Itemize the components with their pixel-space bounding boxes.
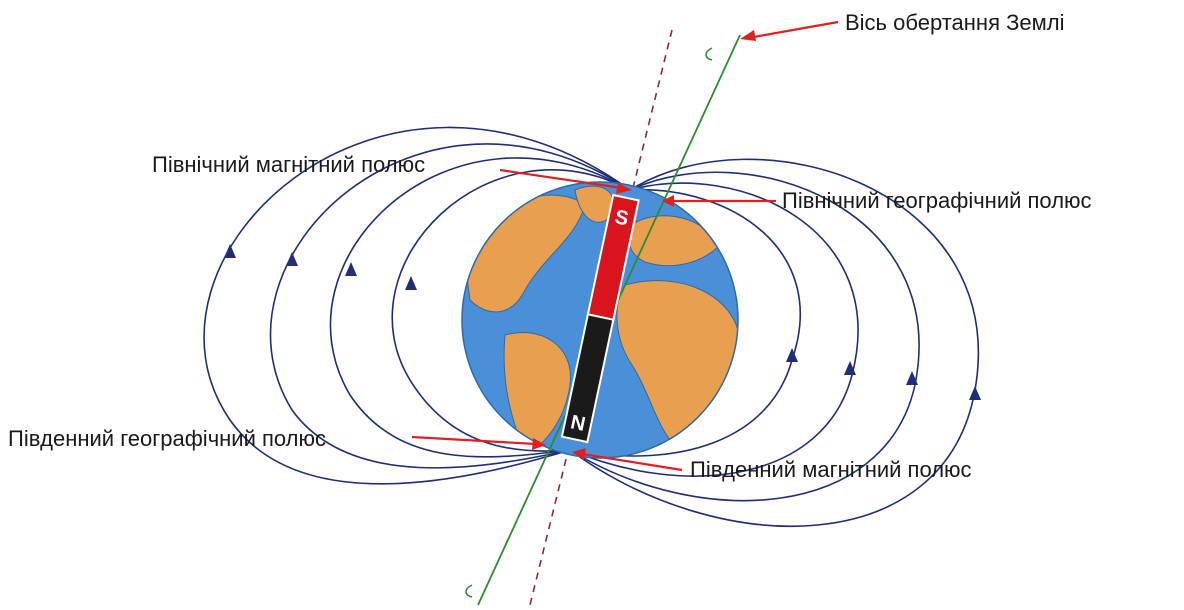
- arrow-head-icon: [532, 438, 546, 450]
- field-arrow: [345, 262, 357, 276]
- pointer-rotation-axis: [747, 20, 839, 40]
- pointer-arrows: [411, 20, 839, 472]
- field-arrow: [786, 348, 798, 362]
- field-arrow: [844, 361, 856, 375]
- label-south-geographic-pole: Південний географічний полюс: [8, 426, 326, 451]
- field-arrow: [906, 371, 918, 385]
- bar-magnet: S N: [560, 193, 640, 444]
- field-line: [203, 126, 631, 485]
- field-line: [269, 143, 631, 469]
- label-south-magnetic-pole: Південний магнітний полюс: [690, 457, 972, 482]
- arrow-head-icon: [616, 183, 632, 194]
- pointer-south-magnetic-pole: [581, 452, 683, 472]
- rotation-direction-icon: [465, 584, 473, 598]
- pointer-south-geographic-pole: [411, 435, 537, 446]
- field-arrow: [286, 252, 298, 266]
- label-north-geographic-pole: Північний географічний полюс: [782, 188, 1092, 213]
- field-arrow: [224, 244, 236, 258]
- magnet-north-letter: N: [569, 411, 588, 436]
- arrow-head-icon: [662, 195, 674, 207]
- pointer-north-magnetic-pole: [499, 168, 623, 190]
- field-line: [329, 157, 631, 458]
- field-arrow: [405, 276, 417, 290]
- label-rotation-axis: Вісь обертання Землі: [845, 10, 1064, 35]
- magnet-north-half: [560, 313, 615, 444]
- rotation-direction-icon: [705, 47, 713, 61]
- continent-south-america: [503, 331, 571, 456]
- magnet-south-letter: S: [613, 206, 631, 230]
- label-north-magnetic-pole: Північний магнітний полюс: [152, 152, 425, 177]
- field-lines-right: [569, 158, 981, 528]
- arrow-head-icon: [740, 30, 756, 41]
- field-arrow: [969, 386, 981, 400]
- arrow-head-icon: [572, 448, 586, 460]
